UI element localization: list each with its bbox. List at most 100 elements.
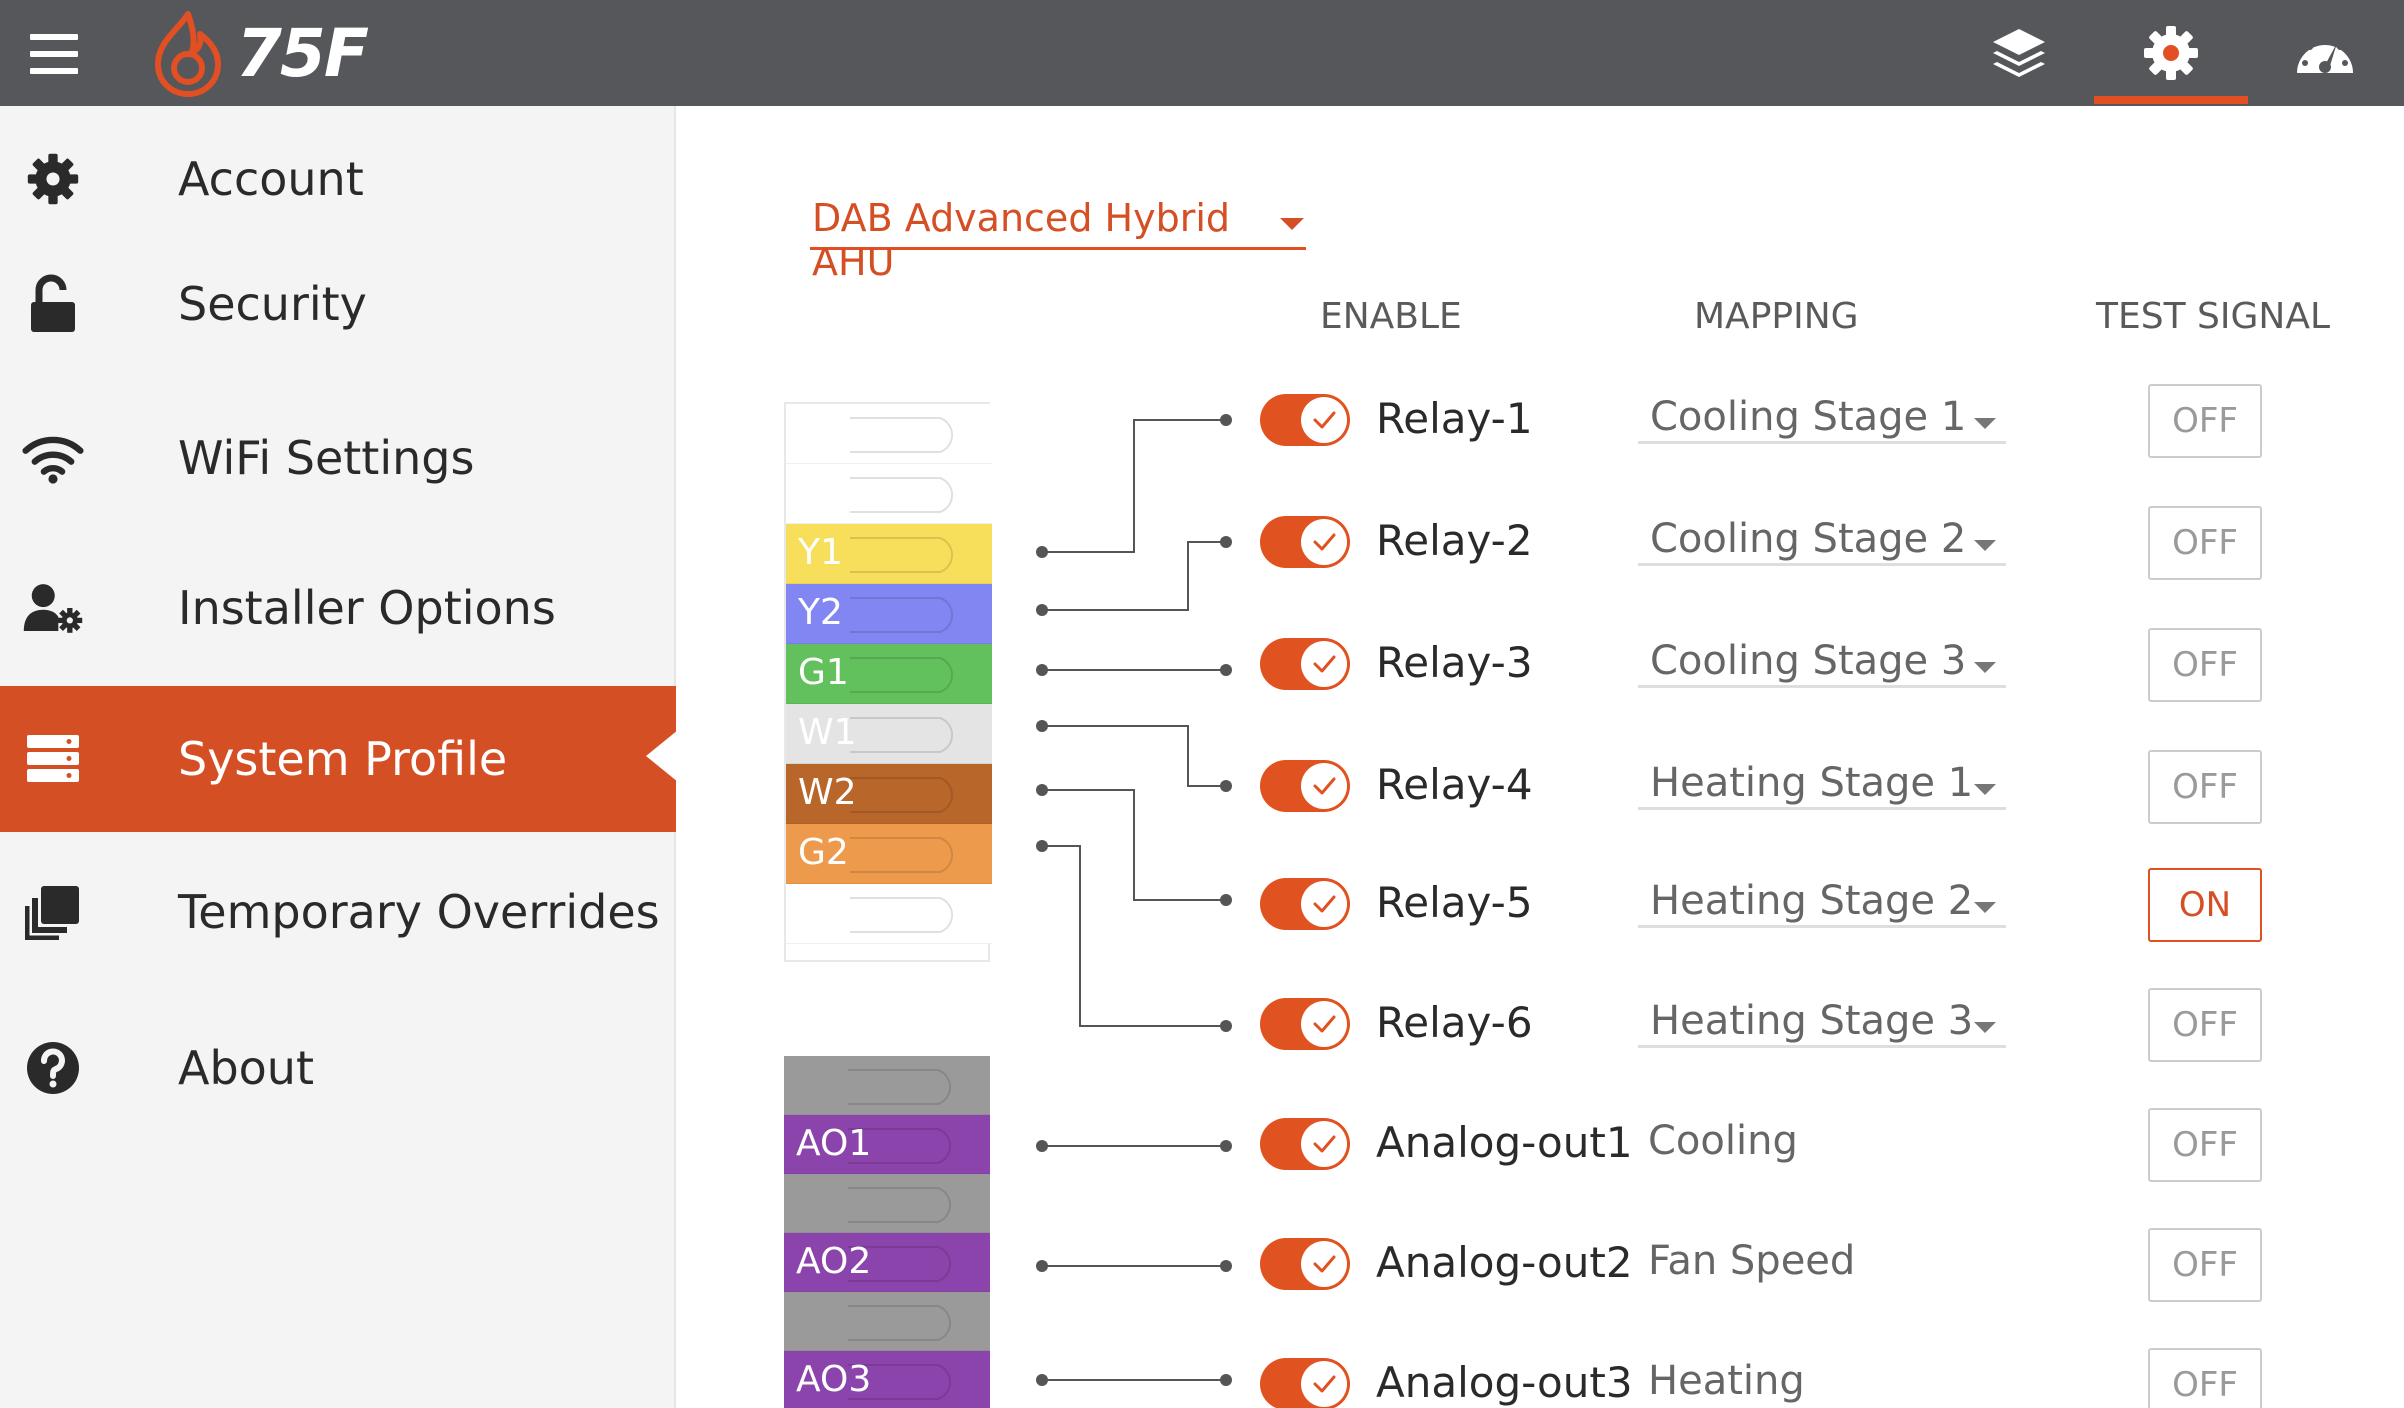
enable-toggle[interactable]: [1260, 1118, 1350, 1170]
column-header-mapping: MAPPING: [1694, 296, 1859, 337]
sidebar-item-wifi-settings[interactable]: WiFi Settings: [0, 388, 676, 528]
mapping-value: Heating Stage 3: [1650, 998, 1974, 1044]
enable-toggle[interactable]: [1260, 760, 1350, 812]
check-icon: [1301, 397, 1347, 443]
check-icon: [1301, 519, 1347, 565]
enable-toggle[interactable]: [1260, 1238, 1350, 1290]
terminal-label: AO3: [796, 1359, 872, 1400]
layers-icon[interactable]: [1984, 18, 2054, 88]
terminal-slot: [784, 1056, 990, 1115]
terminal-peg-icon: [850, 417, 954, 453]
output-name: Relay-5: [1376, 878, 1533, 927]
column-header-test-signal: TEST SIGNAL: [2096, 296, 2330, 337]
output-name: Analog-out1: [1376, 1118, 1633, 1167]
sidebar-item-security[interactable]: Security: [0, 234, 676, 374]
active-tab-indicator: [2094, 96, 2248, 104]
test-signal-button[interactable]: OFF: [2148, 506, 2262, 580]
enable-toggle[interactable]: [1260, 998, 1350, 1050]
output-name: Relay-6: [1376, 998, 1533, 1047]
sidebar-item-about[interactable]: About: [0, 998, 676, 1138]
terminal-peg-icon: [850, 717, 954, 753]
check-icon: [1301, 881, 1347, 927]
dashboard-gauge-icon[interactable]: [2290, 18, 2360, 88]
terminal-label: AO1: [796, 1123, 872, 1164]
mapping-dropdown[interactable]: Cooling Stage 3: [1638, 638, 2006, 688]
terminal-peg-icon: [848, 1364, 952, 1400]
terminal-peg-icon: [850, 597, 954, 633]
enable-toggle[interactable]: [1260, 878, 1350, 930]
terminal-peg-icon: [850, 897, 954, 933]
mapping-dropdown[interactable]: Heating Stage 3: [1638, 998, 2006, 1048]
test-signal-button[interactable]: OFF: [2148, 750, 2262, 824]
terminal-slot: W2: [786, 764, 992, 824]
terminal-peg-icon: [848, 1246, 952, 1282]
check-icon: [1301, 1361, 1347, 1407]
terminal-slot: Y1: [786, 524, 992, 584]
terminal-peg-icon: [850, 477, 954, 513]
output-name: Relay-1: [1376, 394, 1533, 443]
test-signal-button[interactable]: OFF: [2148, 1108, 2262, 1182]
terminal-peg-icon: [850, 657, 954, 693]
test-signal-button[interactable]: ON: [2148, 868, 2262, 942]
terminal-slot: AO2: [784, 1233, 990, 1292]
test-signal-button[interactable]: OFF: [2148, 988, 2262, 1062]
enable-toggle[interactable]: [1260, 394, 1350, 446]
enable-toggle[interactable]: [1260, 638, 1350, 690]
terminal-peg-icon: [850, 837, 954, 873]
mapping-dropdown[interactable]: Cooling Stage 2: [1638, 516, 2006, 566]
mapping-value: Heating: [1648, 1358, 1805, 1404]
enable-toggle[interactable]: [1260, 516, 1350, 568]
terminal-peg-icon: [848, 1069, 952, 1105]
wifi-icon: [22, 427, 84, 489]
unlock-icon: [22, 273, 84, 335]
sidebar: Account Security WiFi Settings: [0, 106, 678, 1408]
terminal-peg-icon: [848, 1305, 952, 1341]
mapping-dropdown[interactable]: Heating Stage 1: [1638, 760, 2006, 810]
sidebar-item-label: About: [178, 1041, 315, 1095]
system-profile-dropdown[interactable]: DAB Advanced Hybrid AHU: [810, 192, 1306, 284]
terminal-slot: [784, 1292, 990, 1351]
output-name: Analog-out2: [1376, 1238, 1633, 1287]
sidebar-item-system-profile[interactable]: System Profile: [0, 686, 678, 832]
active-item-pointer: [646, 730, 678, 782]
terminal-label: Y2: [798, 592, 843, 633]
terminal-label: W1: [798, 712, 857, 753]
mapping-value: Cooling Stage 2: [1650, 516, 1967, 562]
terminal-slot: [784, 1174, 990, 1233]
menu-icon[interactable]: [30, 34, 78, 74]
terminal-label: Y1: [798, 532, 843, 573]
caret-down-icon: [1974, 902, 1996, 913]
enable-toggle[interactable]: [1260, 1358, 1350, 1408]
column-header-enable: ENABLE: [1320, 296, 1462, 337]
terminal-peg-icon: [848, 1128, 952, 1164]
test-signal-button[interactable]: OFF: [2148, 1348, 2262, 1408]
help-circle-icon: [22, 1037, 84, 1099]
test-signal-button[interactable]: OFF: [2148, 1228, 2262, 1302]
sidebar-item-label: Installer Options: [178, 581, 556, 635]
test-signal-button[interactable]: OFF: [2148, 384, 2262, 458]
mapping-value: Heating Stage 2: [1650, 878, 1974, 924]
sidebar-item-label: WiFi Settings: [178, 431, 475, 485]
terminal-label: W2: [798, 772, 857, 813]
check-icon: [1301, 641, 1347, 687]
sidebar-item-label: Temporary Overrides: [178, 885, 660, 939]
copy-stack-icon: [22, 881, 84, 943]
user-settings-icon: [22, 577, 84, 639]
terminal-slot: G2: [786, 824, 992, 884]
mapping-dropdown[interactable]: Heating Stage 2: [1638, 878, 2006, 928]
test-signal-button[interactable]: OFF: [2148, 628, 2262, 702]
sidebar-item-temporary-overrides[interactable]: Temporary Overrides: [0, 842, 676, 982]
sidebar-item-installer-options[interactable]: Installer Options: [0, 538, 676, 678]
gear-icon[interactable]: [2136, 18, 2206, 88]
sidebar-item-label: System Profile: [178, 732, 508, 786]
brand-logo: 75F: [148, 8, 369, 98]
sidebar-item-account[interactable]: Account: [0, 109, 676, 249]
flame-logo-icon: [155, 11, 221, 97]
caret-down-icon: [1974, 540, 1996, 551]
terminal-slot: [786, 464, 992, 524]
mapping-dropdown[interactable]: Cooling Stage 1: [1638, 394, 2006, 444]
mapping-value: Cooling Stage 3: [1650, 638, 1967, 684]
